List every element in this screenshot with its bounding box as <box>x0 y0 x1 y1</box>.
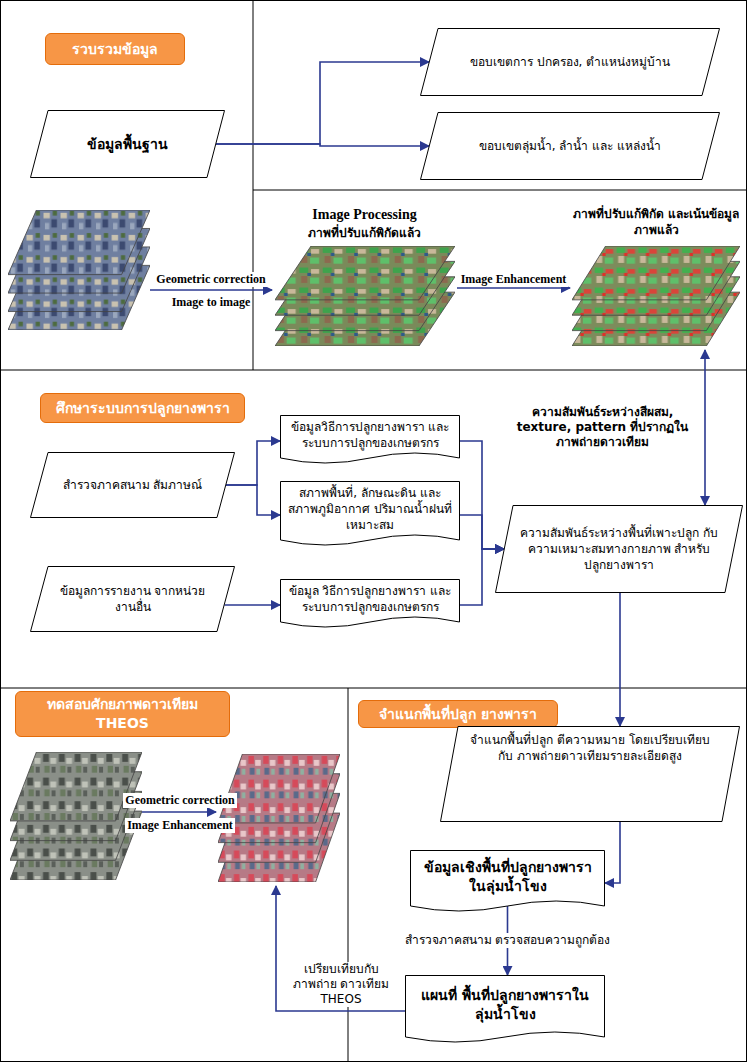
connector <box>216 144 429 146</box>
node-text: ข้อมูลเชิงพื้นที่ปลูกยางพารา ในลุ่มน้ำโข… <box>418 858 597 896</box>
section-title: รวบรวมข้อมูล <box>72 40 158 59</box>
document-box: แผนที่ พื้นที่ปลูกยางพาราในลุ่มน้ำโขง <box>405 975 605 1047</box>
section-header: ทดสอบศักยภาพดาวเทียม THEOS <box>15 691 230 737</box>
connector <box>460 515 504 549</box>
data-input: สำรวจภาคสนาม สัมภาษณ์ <box>30 452 235 518</box>
annotation: Image Enhancement <box>125 818 235 833</box>
grid-line <box>0 370 747 371</box>
node-text: Image Processing <box>312 206 416 225</box>
annotation: Geometric correction <box>154 272 267 287</box>
node-text: แผนที่ พื้นที่ปลูกยางพาราในลุ่มน้ำโขง <box>413 986 597 1024</box>
node-text: ข้อมูลวิธีการปลูกยางพารา และระบบการปลูกข… <box>288 419 452 451</box>
data-output: ขอบเขตลุ่มน้ำ, ลำน้ำ และ แหล่งน้ำ <box>420 112 720 180</box>
connector <box>460 441 504 549</box>
satellite-image-stack <box>8 210 150 330</box>
section-header: รวบรวมข้อมูล <box>45 33 185 65</box>
connector <box>226 441 280 485</box>
connector <box>457 287 570 289</box>
grid-line <box>0 688 747 689</box>
satellite-image-stack <box>275 246 455 346</box>
satellite-image-stack <box>218 754 340 882</box>
edge-label: สำรวจภาคสนาม ตรวจสอบความถูกต้อง <box>403 933 613 948</box>
grid-line <box>253 190 747 191</box>
node-text: ข้อมูล วิธีการปลูกยางพารา และระบบการปลูก… <box>288 583 452 615</box>
section-title: จำแนกพื้นที่ปลูก ยางพารา <box>379 705 537 724</box>
connector <box>226 485 280 515</box>
node-text: ข้อมูลการรายงาน จากหน่วยงานอื่น <box>54 583 211 615</box>
document-box: ข้อมูลเชิงพื้นที่ปลูกยางพารา ในลุ่มน้ำโข… <box>410 850 605 916</box>
data-input: ข้อมูลการรายงาน จากหน่วยงานอื่น <box>30 566 235 632</box>
section-title: ศึกษาระบบการปลูกยางพารา <box>56 399 230 418</box>
document-box: ข้อมูลวิธีการปลูกยางพารา และระบบการปลูกข… <box>280 415 460 468</box>
satellite-image-stack <box>10 752 142 880</box>
node-text: ภาพที่ปรับแก้พิกัด และเน้นข้อมูลภาพแล้ว <box>572 206 740 238</box>
satellite-image-stack <box>572 246 740 346</box>
connector <box>224 604 280 606</box>
edge-label: ความสัมพันธ์ระหว่างสีผสม, texture, patte… <box>510 405 695 450</box>
connector <box>619 593 621 726</box>
process-parallelogram: ความสัมพันธ์ระหว่างพื้นที่เพาะปลูก กับคว… <box>495 505 743 593</box>
section-header: จำแนกพื้นที่ปลูก ยางพารา <box>358 700 558 728</box>
node-text: ข้อมูลพื้นฐาน <box>87 135 168 154</box>
connector <box>605 822 620 883</box>
compare-arrow <box>276 886 405 1011</box>
section-header: ศึกษาระบบการปลูกยางพารา <box>40 393 245 423</box>
image-stack-node: ภาพที่ปรับแก้พิกัด และเน้นข้อมูลภาพแล้ว <box>570 204 742 350</box>
process-parallelogram: จำแนกพื้นที่ปลูก ตีความหมาย โดยเปรียบเที… <box>440 726 740 822</box>
edge-label: Image Enhancement <box>459 272 569 287</box>
grid-line <box>253 0 254 370</box>
connector <box>704 350 706 505</box>
process-arrow <box>142 811 216 813</box>
annotation: เปรียบเทียบกับภาพถ่าย ดาวเทียม THEOS <box>280 962 402 1007</box>
node-text: ขอบเขตการ ปกครอง, ตำแหน่งหมู่บ้าน <box>470 54 670 70</box>
connector <box>460 549 504 605</box>
parallelogram-outline <box>30 566 235 632</box>
annotation: Image to image <box>170 295 253 310</box>
connector <box>216 62 429 144</box>
annotation: Geometric correction <box>123 793 236 808</box>
document-box: สภาพพื้นที่, ลักษณะดิน และสภาพภูมิอากาศ … <box>280 481 460 550</box>
document-box: ข้อมูล วิธีการปลูกยางพารา และระบบการปลูก… <box>280 579 460 632</box>
image-stack-node: Image Processingภาพที่ปรับแก้พิกัดแล้ว <box>272 204 457 350</box>
data-input: ข้อมูลพื้นฐาน <box>30 110 225 178</box>
section-title: ทดสอบศักยภาพดาวเทียม THEOS <box>24 695 221 733</box>
node-text: ภาพที่ปรับแก้พิกัดแล้ว <box>308 225 421 241</box>
node-text: จำแนกพื้นที่ปลูก ตีความหมาย โดยเปรียบเที… <box>464 732 716 764</box>
data-output: ขอบเขตการ ปกครอง, ตำแหน่งหมู่บ้าน <box>420 28 720 96</box>
process-arrow <box>150 289 272 291</box>
node-text: ขอบเขตลุ่มน้ำ, ลำน้ำ และ แหล่งน้ำ <box>479 138 661 154</box>
node-text: ความสัมพันธ์ระหว่างพื้นที่เพาะปลูก กับคว… <box>519 525 719 574</box>
node-text: สภาพพื้นที่, ลักษณะดิน และสภาพภูมิอากาศ … <box>288 485 452 534</box>
node-text: สำรวจภาคสนาม สัมภาษณ์ <box>63 477 203 493</box>
